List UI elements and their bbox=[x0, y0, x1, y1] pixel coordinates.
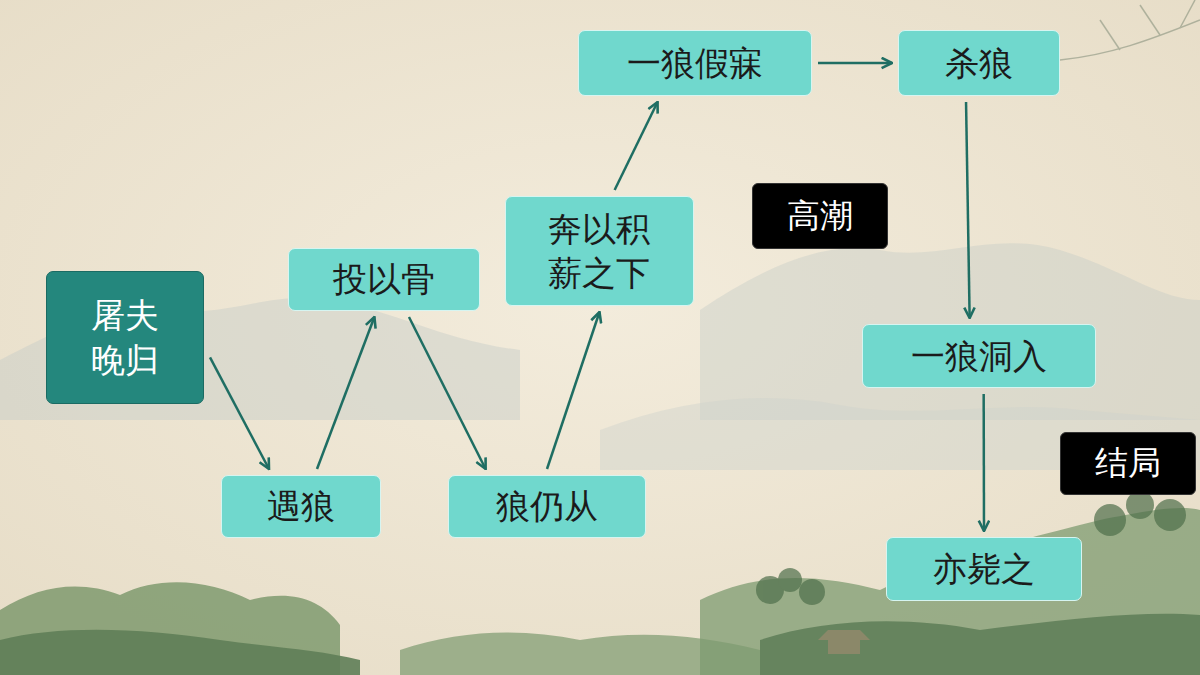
flow-arrow bbox=[547, 312, 600, 469]
step-text: 高潮 bbox=[787, 195, 853, 238]
plot-step-box: 屠夫 晚归 bbox=[46, 271, 204, 404]
step-text: 投以骨 bbox=[333, 257, 435, 301]
flow-arrow bbox=[818, 62, 892, 65]
rock-hill bbox=[0, 630, 360, 675]
plot-step-box: 狼仍从 bbox=[448, 475, 646, 538]
step-text: 遇狼 bbox=[267, 484, 335, 528]
plot-step-box: 一狼洞入 bbox=[862, 324, 1096, 388]
flow-arrow bbox=[409, 317, 486, 469]
plot-step-box: 杀狼 bbox=[898, 30, 1060, 96]
tree-cluster bbox=[756, 491, 1186, 605]
step-text: 结局 bbox=[1095, 442, 1161, 485]
flow-arrow bbox=[982, 394, 985, 531]
flow-arrow bbox=[966, 102, 970, 318]
rock-hill bbox=[700, 508, 1200, 675]
stage-tag: 结局 bbox=[1060, 432, 1196, 495]
plot-step-box: 奔以积 薪之下 bbox=[505, 196, 694, 306]
step-text: 一狼洞入 bbox=[911, 334, 1047, 378]
pavilion bbox=[818, 630, 870, 654]
bamboo-branch bbox=[1060, 0, 1200, 60]
plot-step-box: 遇狼 bbox=[221, 475, 381, 538]
step-text: 狼仍从 bbox=[496, 484, 598, 528]
plot-step-box: 一狼假寐 bbox=[578, 30, 812, 96]
plot-step-box: 投以骨 bbox=[288, 248, 480, 311]
flow-arrow bbox=[317, 317, 374, 469]
step-text: 屠夫 晚归 bbox=[89, 293, 160, 381]
step-text: 杀狼 bbox=[945, 41, 1013, 85]
flow-arrow bbox=[615, 102, 658, 190]
step-text: 一狼假寐 bbox=[627, 41, 763, 85]
flow-arrow bbox=[210, 357, 269, 469]
rock-hill bbox=[760, 614, 1200, 675]
plot-step-box: 亦毙之 bbox=[886, 537, 1082, 601]
far-mountain bbox=[700, 243, 1200, 420]
step-text: 奔以积 薪之下 bbox=[547, 207, 652, 295]
stage-tag: 高潮 bbox=[752, 183, 888, 249]
step-text: 亦毙之 bbox=[933, 547, 1035, 591]
